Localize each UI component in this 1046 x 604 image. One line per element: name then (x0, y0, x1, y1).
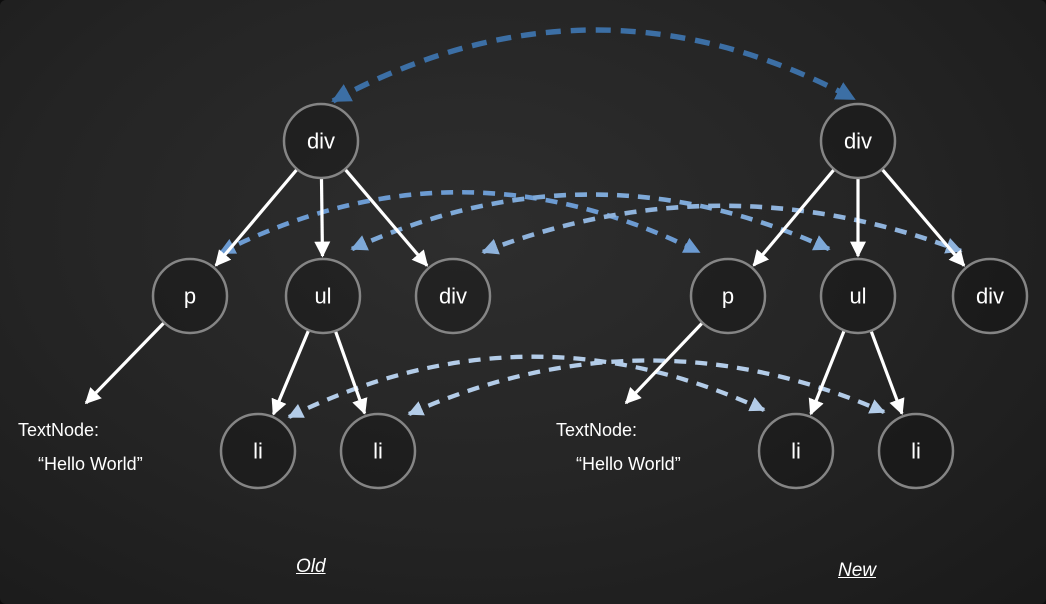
edge-old-root-div-to-old-ul-arrow (314, 178, 331, 258)
new-root-div-circle (819, 102, 897, 180)
old-p-node: p (151, 257, 229, 335)
new-textnode: TextNode: “Hello World” (556, 420, 681, 475)
new-li-2-node: li (877, 412, 955, 490)
old-li-2-circle (339, 412, 417, 490)
new-li-2-label: li (911, 439, 921, 464)
new-li-1-node: li (757, 412, 835, 490)
old-div-label: div (439, 284, 467, 309)
new-tree-label: New (838, 560, 877, 581)
edge-new-root-div-to-new-p-arrow (752, 169, 835, 267)
new-textnode-title: TextNode: (556, 420, 638, 440)
old-tree-label: Old (296, 556, 326, 577)
old-div-circle (414, 257, 492, 335)
old-li-1-circle (219, 412, 297, 490)
new-root-div-node: div (819, 102, 897, 180)
old-textnode-value: “Hello World” (38, 453, 143, 474)
old-p-to-textnode-arrow (84, 322, 165, 405)
edge-new-ul-to-new-li-1-arrow (808, 330, 846, 416)
new-ul-node: ul (819, 257, 897, 335)
edge-old-root-div-to-old-p-arrow (214, 168, 298, 267)
old-ul-node: ul (284, 257, 362, 335)
edge-new-root-div-to-new-div-arrow (881, 168, 966, 267)
new-div-node: div (951, 257, 1029, 335)
diff-p-arrow (218, 190, 701, 256)
new-root-div-label: div (844, 129, 872, 154)
old-root-div-label: div (307, 129, 335, 154)
old-ul-circle (284, 257, 362, 335)
new-li-2-circle (877, 412, 955, 490)
diff-div-arrow (481, 203, 963, 255)
old-p-label: p (184, 284, 196, 309)
edge-old-ul-to-old-li-1-arrow (271, 330, 310, 416)
old-p-circle (151, 257, 229, 335)
new-p-to-textnode-arrow (624, 322, 703, 405)
old-li-1-node: li (219, 412, 297, 490)
old-li-2-node: li (339, 412, 417, 490)
diff-root-div-arrow (331, 27, 856, 104)
new-p-label: p (722, 284, 734, 309)
old-root-div-circle (282, 102, 360, 180)
old-li-1-label: li (253, 439, 263, 464)
new-div-label: div (976, 284, 1004, 309)
new-p-circle (689, 257, 767, 335)
old-div-node: div (414, 257, 492, 335)
diff-li-2-arrow (407, 358, 886, 416)
edge-old-ul-to-old-li-2-arrow (334, 331, 368, 415)
old-root-div-node: div (282, 102, 360, 180)
old-li-2-label: li (373, 439, 383, 464)
new-div-circle (951, 257, 1029, 335)
diff-ul-arrow (350, 192, 831, 252)
old-ul-label: ul (314, 284, 331, 309)
edge-old-root-div-to-old-div-arrow (344, 168, 429, 267)
new-p-node: p (689, 257, 767, 335)
new-li-1-label: li (791, 439, 801, 464)
edge-new-ul-to-new-li-2-arrow (869, 331, 905, 416)
old-textnode-title: TextNode: (18, 420, 100, 440)
old-textnode: TextNode: “Hello World” (18, 420, 143, 475)
new-textnode-value: “Hello World” (576, 453, 681, 474)
new-ul-circle (819, 257, 897, 335)
new-li-1-circle (757, 412, 835, 490)
new-ul-label: ul (849, 284, 866, 309)
diff-li-1-arrow (287, 354, 766, 419)
